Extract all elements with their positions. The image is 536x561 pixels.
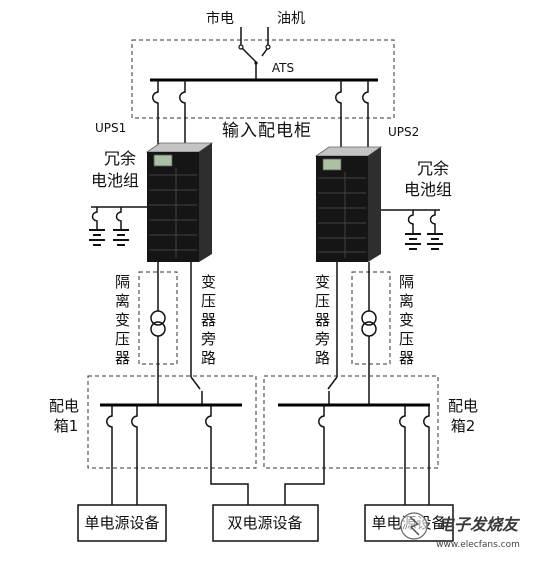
ups2-transformer-path — [361, 262, 377, 405]
distribution-box-1-boundary — [87, 375, 257, 469]
load-left-box — [77, 504, 167, 542]
battery-icon — [89, 229, 105, 246]
ups2-isolation-transformer-boundary — [351, 271, 391, 365]
load-middle-box — [212, 504, 319, 542]
cabinet-module-slots — [318, 172, 366, 258]
input-cabinet-boundary — [131, 39, 395, 119]
distribution-box-1-label-line1: 配电 — [49, 397, 79, 415]
ups-display-icon — [153, 154, 173, 167]
ups2-isolation-transformer-label: 隔离变压器 — [397, 274, 415, 369]
ats-pivot — [254, 61, 258, 65]
ups1-cabinet — [145, 142, 214, 262]
ups-display-icon — [322, 158, 342, 171]
distribution-box-2-label-line2: 箱2 — [451, 417, 476, 435]
ats-blade-stub — [261, 48, 268, 57]
bypass-switch-blade — [327, 376, 338, 390]
breaker-right-load-b — [423, 405, 430, 505]
cabinet-module-slots — [149, 168, 197, 258]
input-cabinet-label: 输入配电柜 — [222, 121, 312, 141]
cabinet-side — [199, 143, 212, 262]
cabinet-side — [368, 147, 381, 262]
battery-icon — [113, 229, 129, 246]
ats-switch — [238, 27, 271, 80]
distribution-box-2-label-line1: 配电 — [448, 397, 478, 415]
ats-contact-generator — [265, 44, 271, 50]
ats-blade — [241, 47, 257, 63]
breaker-dual-load-a — [205, 405, 249, 505]
distribution-box-1-label-line2: 箱1 — [54, 417, 79, 435]
ups2-cabinet — [314, 146, 383, 262]
battery-icon — [405, 233, 421, 250]
ups2-battery-label-line2: 电池组 — [404, 180, 452, 199]
battery-breaker — [115, 207, 122, 229]
ups2-battery-group — [381, 209, 443, 250]
ups1-bypass-path — [190, 262, 203, 405]
bypass-switch-blade — [190, 376, 201, 390]
transformer-icon — [150, 321, 166, 337]
breaker-ups2-bypass — [335, 80, 342, 150]
transformer-icon — [361, 310, 377, 326]
ups2-label: UPS2 — [388, 125, 419, 139]
distribution-box-2-boundary — [263, 375, 439, 469]
cabinet-front — [147, 152, 199, 262]
ups1-label: UPS1 — [95, 121, 126, 135]
ups1-bypass-label: 变压器旁路 — [199, 274, 217, 369]
ups2-bypass-path — [327, 262, 338, 405]
ups1-isolation-transformer-label: 隔离变压器 — [113, 274, 131, 369]
breaker-ups1-bypass — [179, 80, 186, 146]
load-left-label: 单电源设备 — [84, 514, 159, 532]
breaker-right-load-a — [399, 405, 406, 505]
breaker-ups1-main — [152, 80, 159, 146]
watermark-logo-icon — [400, 512, 428, 540]
cabinet-front — [316, 156, 368, 262]
ups1-transformer-path — [150, 262, 166, 405]
ats-label: ATS — [272, 61, 294, 75]
transformer-icon — [150, 310, 166, 326]
watermark-url: www.elecfans.com — [436, 540, 520, 550]
breaker-ups2-main — [362, 80, 369, 150]
ups2-battery-label-line1: 冗余 — [417, 159, 449, 178]
breaker-dual-load-b — [284, 405, 325, 505]
breaker-left-load-a — [106, 405, 113, 505]
ups1-battery-group — [89, 206, 147, 246]
battery-breaker — [429, 210, 436, 233]
source-grid-label: 市电 — [206, 10, 234, 27]
transformer-icon — [361, 321, 377, 337]
load-middle-label: 双电源设备 — [227, 514, 302, 532]
watermark-brand: 电子发烧友 — [438, 515, 521, 534]
battery-breaker — [407, 210, 414, 233]
source-generator-label: 油机 — [277, 11, 305, 27]
battery-breaker — [91, 207, 98, 229]
ups1-battery-label-line2: 电池组 — [91, 171, 139, 190]
battery-icon — [427, 233, 443, 250]
ups2-bypass-label: 变压器旁路 — [313, 274, 331, 369]
ups1-battery-label-line1: 冗余 — [104, 149, 136, 168]
breaker-left-load-b — [131, 405, 138, 505]
